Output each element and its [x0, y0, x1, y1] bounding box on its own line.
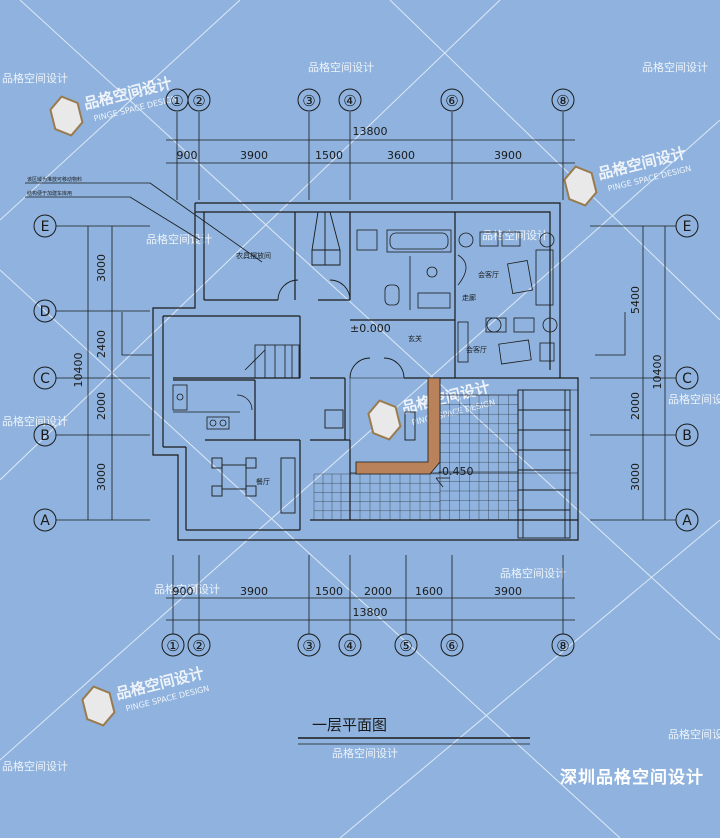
svg-text:C: C	[682, 371, 692, 387]
axis-labels-rows: E D C B A E C B A	[40, 219, 693, 529]
axis-labels-bottom: ① ② ③ ④ ⑤ ⑥ ⑧	[166, 637, 569, 655]
room-living-2: 会客厅	[466, 345, 487, 354]
watermark-text: 品格空间设计	[332, 746, 398, 760]
watermark-text: 品格空间设计	[146, 232, 212, 246]
watermark-text: 品格空间设计	[500, 566, 566, 580]
svg-text:结构便于加建车库用: 结构便于加建车库用	[27, 190, 72, 197]
svg-text:900: 900	[173, 585, 194, 598]
watermark-text: 品格空间设计	[668, 392, 720, 406]
svg-text:B: B	[40, 428, 50, 444]
svg-text:1500: 1500	[315, 585, 343, 598]
svg-text:10400: 10400	[651, 355, 664, 390]
planter	[355, 377, 441, 475]
svg-text:③: ③	[302, 637, 315, 655]
bathroom-fixtures	[356, 229, 452, 310]
svg-text:⑥: ⑥	[445, 637, 458, 655]
svg-text:⑧: ⑧	[556, 637, 569, 655]
staircase	[244, 344, 300, 379]
svg-text:3900: 3900	[240, 585, 268, 598]
watermark-text: 品格空间设计	[2, 759, 68, 773]
annotation-notes: 该区域为堆放可移动物料 结构便于加建车库用	[27, 176, 82, 197]
drawing-title: 一层平面图	[312, 716, 387, 734]
svg-text:3900: 3900	[494, 585, 522, 598]
axis-bubbles-bottom	[161, 633, 575, 657]
dim-bottom-total: 13800	[353, 606, 388, 619]
room-storage: 农具摆放间	[236, 251, 271, 260]
room-living: 会客厅	[478, 270, 499, 279]
svg-text:3600: 3600	[387, 149, 415, 162]
svg-text:1500: 1500	[315, 149, 343, 162]
svg-text:①: ①	[166, 637, 179, 655]
dimension-texts-top: 13800 900 3900 1500 3600 3900	[177, 125, 523, 162]
svg-text:2000: 2000	[629, 392, 642, 420]
axis-bubbles-rows	[33, 214, 699, 532]
svg-text:2000: 2000	[364, 585, 392, 598]
svg-text:B: B	[682, 428, 692, 444]
svg-text:该区域为堆放可移动物料: 该区域为堆放可移动物料	[27, 176, 82, 183]
svg-text:⑥: ⑥	[445, 92, 458, 110]
watermark-text: 品格空间设计	[154, 582, 220, 596]
svg-text:③: ③	[302, 92, 315, 110]
company-footer: 深圳品格空间设计	[560, 768, 704, 788]
level-floor: ±0.000	[350, 322, 391, 335]
svg-text:3000: 3000	[95, 463, 108, 491]
dimension-texts-right: 5400 2000 3000 10400	[629, 286, 664, 491]
dimension-lines	[56, 112, 676, 634]
building-walls	[152, 202, 579, 541]
dimension-texts-left: 3000 2400 2000 3000 10400	[72, 254, 108, 491]
svg-text:1600: 1600	[415, 585, 443, 598]
room-labels: 农具摆放间 会客厅 会客厅 餐厅 走廊 玄关	[236, 251, 499, 486]
svg-text:5400: 5400	[629, 286, 642, 314]
logo: 品格空间设计 PINGE SPACE DESIGN 品格空间设计 PINGE S…	[49, 74, 692, 727]
room-dining: 餐厅	[256, 477, 270, 486]
svg-text:④: ④	[343, 637, 356, 655]
svg-text:C: C	[40, 371, 50, 387]
dim-top-total: 13800	[353, 125, 388, 138]
watermark-text: 品格空间设计	[2, 71, 68, 85]
svg-text:②: ②	[192, 92, 205, 110]
dining-furniture	[211, 457, 296, 514]
svg-text:900: 900	[177, 149, 198, 162]
svg-text:A: A	[682, 513, 692, 529]
watermark-text: 品格空间设计	[482, 228, 548, 242]
svg-text:3900: 3900	[240, 149, 268, 162]
axis-bubbles-top	[165, 88, 575, 112]
svg-text:④: ④	[343, 92, 356, 110]
svg-text:E: E	[683, 219, 692, 235]
watermark-text: 品格空间设计	[668, 727, 720, 741]
watermark-text: 品格空间设计	[308, 60, 374, 74]
watermark-text: 品格空间设计	[2, 414, 68, 428]
svg-text:3000: 3000	[629, 463, 642, 491]
axis-labels-top: ① ② ③ ④ ⑥ ⑧	[170, 92, 569, 110]
dimension-texts-bottom: 900 3900 1500 2000 1600 3900 13800	[173, 585, 523, 619]
svg-text:⑤: ⑤	[399, 637, 412, 655]
svg-text:①: ①	[170, 92, 183, 110]
svg-text:②: ②	[192, 637, 205, 655]
svg-text:3900: 3900	[494, 149, 522, 162]
watermark-text: 品格空间设计	[642, 60, 708, 74]
svg-text:D: D	[40, 304, 51, 320]
room-corridor: 走廊	[462, 293, 476, 302]
level-marks: ±0.000 -0.450	[350, 322, 473, 478]
living-furniture	[457, 231, 558, 365]
kitchen-fixtures	[172, 384, 253, 430]
svg-text:10400: 10400	[72, 353, 85, 388]
svg-text:3000: 3000	[95, 254, 108, 282]
pergola	[517, 389, 571, 539]
room-hall: 玄关	[408, 334, 422, 343]
porch-roof	[277, 211, 351, 301]
drawing-title-block: 一层平面图	[298, 716, 530, 745]
entry-doors	[324, 357, 416, 441]
svg-text:2000: 2000	[95, 392, 108, 420]
svg-text:A: A	[40, 513, 50, 529]
leader-lines	[25, 182, 626, 488]
svg-text:⑧: ⑧	[556, 92, 569, 110]
svg-text:2400: 2400	[95, 330, 108, 358]
svg-text:E: E	[41, 219, 50, 235]
level-terrace: -0.450	[438, 465, 473, 478]
